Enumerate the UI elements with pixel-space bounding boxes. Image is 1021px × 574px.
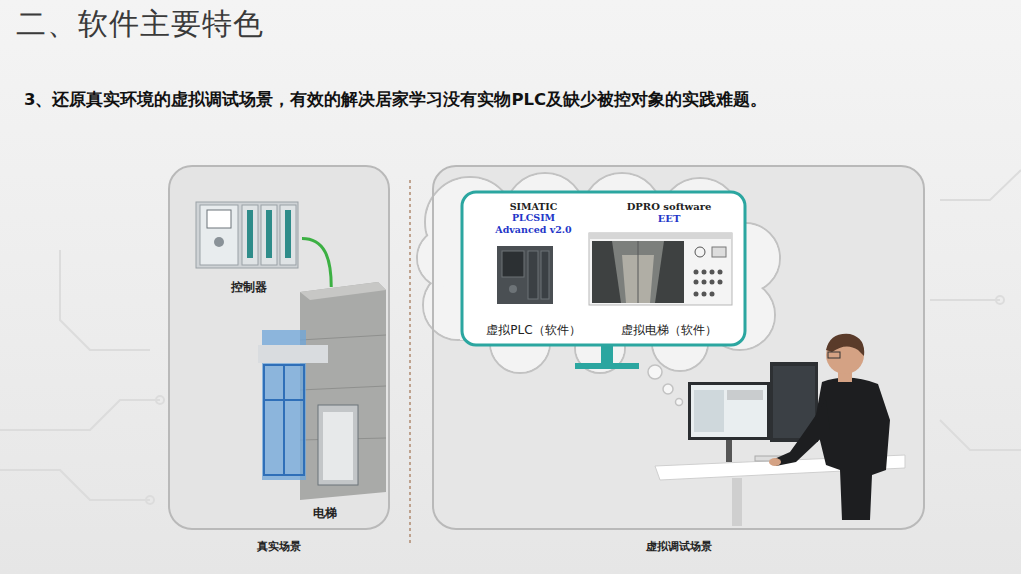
elevator-illustration xyxy=(258,282,386,500)
node-label: 虚拟调试场景 xyxy=(434,540,923,553)
caption-holder: 虚拟调试场景 xyxy=(434,540,923,553)
scene-panel: 虚拟调试场景SIMATICPLCSIM Advanced v2.0虚拟PLC（软… xyxy=(432,165,925,530)
elevator-software-screenshot xyxy=(589,233,732,305)
subtitle-text: 3、还原真实环境的虚拟调试场景，有效的解决居家学习没有实物PLC及缺少被控对象的… xyxy=(24,89,767,111)
panel-fill xyxy=(433,166,924,529)
node-label: 虚拟电梯（软件） xyxy=(598,323,740,337)
panel-fill xyxy=(169,166,389,529)
node-label: PLCSIM Advanced v2.0 xyxy=(488,212,580,235)
label-group: 控制器 xyxy=(195,280,302,294)
node-label: 控制器 xyxy=(195,280,302,294)
software-node: SIMATICPLCSIM Advanced v2.0 虚拟PLC（软件） xyxy=(470,199,597,339)
node-label: 电梯 xyxy=(257,506,392,520)
caption-holder: 真实场景 xyxy=(170,540,388,553)
label-group: 虚拟电梯（软件） xyxy=(598,323,740,337)
node-label: SIMATIC xyxy=(470,201,597,212)
person-at-desk xyxy=(655,334,905,526)
controller-node: 控制器 xyxy=(195,200,302,296)
heading-group: DPRO softwareEET xyxy=(598,201,740,225)
separator xyxy=(409,180,411,545)
label-group: 虚拟PLC（软件） xyxy=(470,323,597,337)
software-node: DPRO softwareEET 虚拟电梯（软件） xyxy=(598,199,740,339)
monitor-screen xyxy=(462,192,745,369)
node-label: 虚拟PLC（软件） xyxy=(470,323,597,337)
scene-panel: 真实场景控制器电梯 xyxy=(168,165,390,530)
controller-illustration xyxy=(196,202,298,268)
node-label: EET xyxy=(598,213,740,225)
cable-connector xyxy=(302,238,331,287)
node-label: DPRO software xyxy=(598,201,740,213)
label-group: 电梯 xyxy=(257,506,392,520)
thought-cloud xyxy=(417,173,780,406)
page-title: 二、软件主要特色 xyxy=(16,4,264,45)
plc-icon xyxy=(497,246,553,304)
elevator-node: 电梯 xyxy=(257,287,392,522)
heading-group: SIMATICPLCSIM Advanced v2.0 xyxy=(470,201,597,235)
node-label: 真实场景 xyxy=(170,540,388,553)
